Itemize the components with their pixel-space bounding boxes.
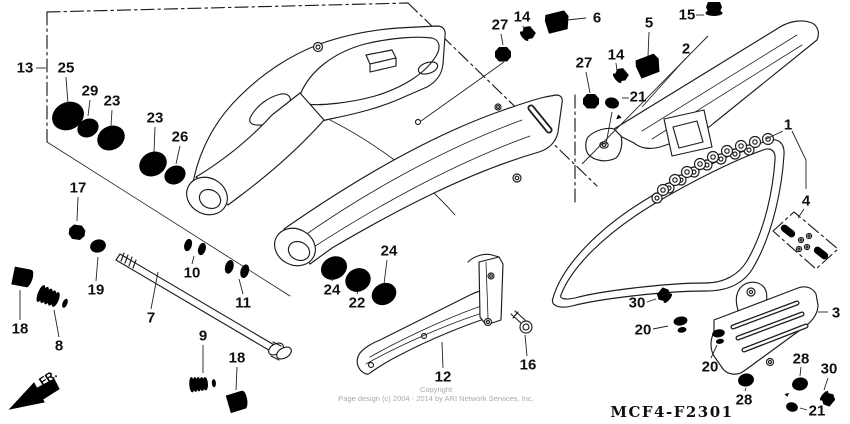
callout-6: 6	[593, 10, 601, 27]
callout-23b: 23	[147, 110, 164, 127]
callout-14a: 14	[514, 9, 531, 26]
callout-13: 13	[17, 60, 34, 77]
callout-1: 1	[784, 117, 792, 134]
callout-14b: 14	[608, 47, 625, 64]
callout-7: 7	[147, 310, 155, 327]
callout-15: 15	[679, 7, 696, 24]
callout-8: 8	[55, 338, 63, 355]
callout-24b: 24	[381, 243, 398, 260]
callout-18b: 18	[229, 350, 246, 367]
group-boundary-lines	[46, 2, 598, 297]
callout-20a: 20	[635, 322, 652, 339]
bolt-16	[510, 310, 533, 334]
callout-4: 4	[802, 193, 811, 210]
leader-lines	[19, 14, 829, 411]
callout-17: 17	[70, 180, 87, 197]
callout-21a: 21	[630, 89, 647, 106]
callout-30b: 30	[821, 361, 838, 378]
callout-16: 16	[520, 357, 537, 374]
callout-26: 26	[172, 129, 189, 146]
copyright-line1: Copyright	[420, 385, 453, 394]
callout-21b: 21	[809, 403, 826, 420]
fr-direction-arrow: FR.	[8, 368, 60, 410]
callout-29: 29	[82, 83, 99, 100]
callout-2: 2	[682, 41, 690, 58]
callout-30a: 30	[629, 295, 646, 312]
pivot-shaft	[115, 252, 292, 361]
callout-11: 11	[235, 295, 251, 312]
master-link-kit	[772, 211, 839, 270]
callout-19: 19	[88, 282, 105, 299]
callout-27b: 27	[576, 55, 593, 72]
copyright-line2: Page design (c) 2004 - 2014 by ARI Netwo…	[338, 394, 534, 403]
callout-9: 9	[199, 328, 207, 345]
callout-25: 25	[58, 60, 75, 77]
callout-23a: 23	[104, 93, 121, 110]
hardware	[9, 2, 838, 414]
callout-28b: 28	[793, 351, 810, 368]
callout-12: 12	[435, 369, 452, 386]
diagram-code: MCF4-F2301	[610, 403, 733, 421]
callout-3: 3	[832, 305, 840, 322]
callout-28a: 28	[736, 392, 753, 409]
drive-chain	[551, 132, 785, 308]
callout-18a: 18	[12, 321, 29, 338]
chain-slider	[585, 20, 819, 162]
callout-20b: 20	[702, 359, 719, 376]
chain-guard	[710, 281, 819, 375]
bearing-set	[46, 96, 189, 189]
callout-10: 10	[184, 265, 201, 282]
swingarm	[186, 25, 563, 267]
callout-5: 5	[645, 15, 653, 32]
lower-slider	[356, 253, 504, 375]
callout-22: 22	[349, 295, 366, 312]
callout-27a: 27	[492, 17, 509, 34]
callout-24a: 24	[324, 282, 341, 299]
